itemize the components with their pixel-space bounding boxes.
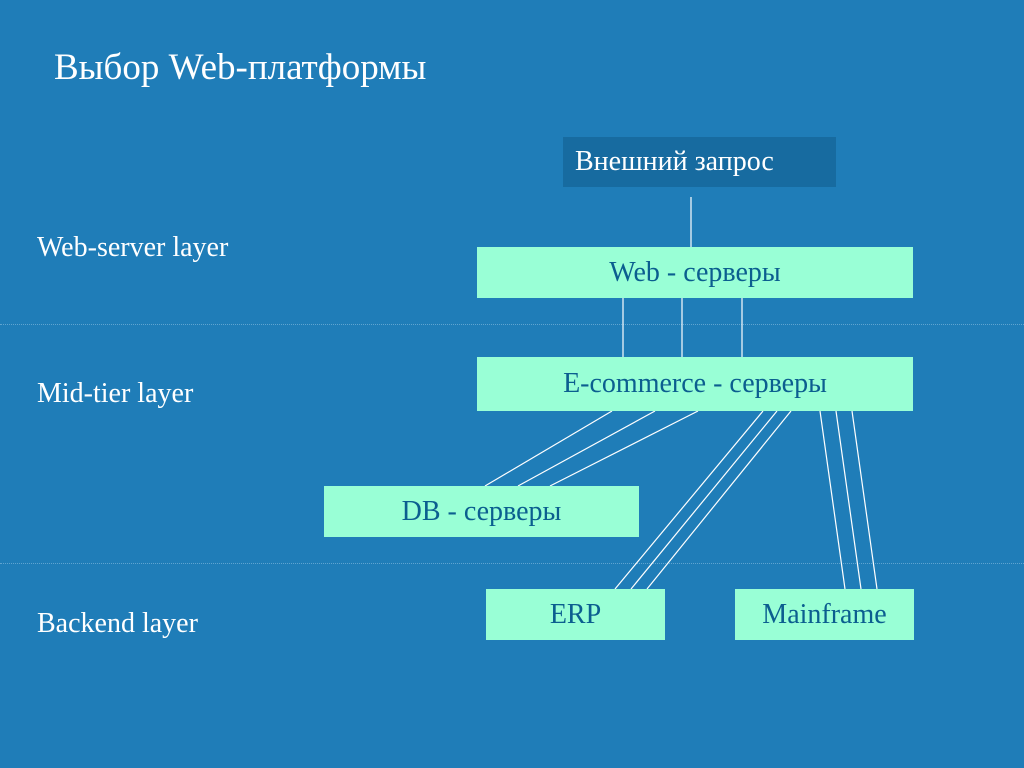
node-ecommerce-servers: E-commerce - серверы xyxy=(477,357,913,411)
node-external-request: Внешний запрос xyxy=(563,137,836,187)
connector-ecommerce-erp-1 xyxy=(614,410,764,590)
connector-ecommerce-mainframe-1 xyxy=(819,410,846,590)
node-mainframe: Mainframe xyxy=(735,589,914,640)
layer-label-mid-tier: Mid-tier layer xyxy=(37,378,194,409)
layer-label-web-server: Web-server layer xyxy=(37,232,229,263)
layer-divider-top xyxy=(0,324,1024,325)
connector-ecommerce-erp-2 xyxy=(630,410,778,590)
connector-ecommerce-db-3 xyxy=(549,410,699,487)
layer-divider-bottom xyxy=(0,563,1024,564)
connector-ecommerce-db-2 xyxy=(517,410,656,487)
slide-title: Выбор Web-платформы xyxy=(54,47,427,88)
node-erp: ERP xyxy=(486,589,665,640)
connector-ecommerce-mainframe-2 xyxy=(835,410,862,590)
connector-ecommerce-erp-3 xyxy=(646,410,792,590)
layer-label-backend: Backend layer xyxy=(37,608,198,639)
connector-ecommerce-db-1 xyxy=(484,410,613,487)
connector-ecommerce-mainframe-3 xyxy=(851,410,878,590)
node-web-servers: Web - серверы xyxy=(477,247,913,298)
node-db-servers: DB - серверы xyxy=(324,486,639,537)
